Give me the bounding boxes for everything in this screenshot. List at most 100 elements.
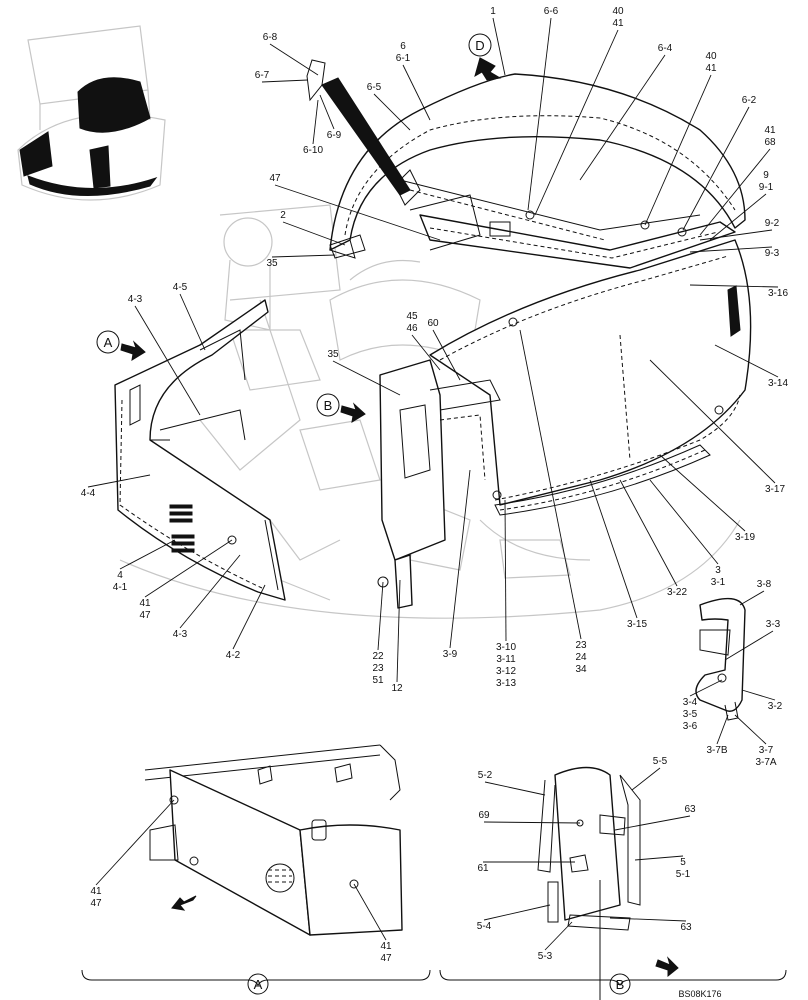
callout-line: 3-14 (768, 378, 788, 389)
leader-c31 (144, 539, 233, 598)
callout-line: 1 (490, 6, 496, 17)
callout-line: 41 (764, 125, 776, 136)
leader-c51 (614, 815, 691, 831)
callout-c46: 3-7B (706, 745, 727, 756)
callout-line: 63 (684, 804, 696, 815)
callout-line: 35 (327, 349, 339, 360)
leader-c40 (504, 499, 507, 642)
leader-c14 (709, 193, 767, 241)
callout-line: 6 (400, 41, 406, 52)
leader-c28 (649, 359, 776, 484)
leader-c11 (312, 99, 319, 145)
leader-c7 (269, 43, 319, 76)
drawing-code: BS08K176 (678, 989, 721, 999)
leader-c48 (484, 781, 546, 796)
callout-line: 41 (139, 598, 151, 609)
engine-hood (329, 73, 746, 259)
callout-c22: 4-5 (173, 282, 188, 293)
callout-line: 6-2 (742, 95, 757, 106)
callout-line: 68 (764, 137, 776, 148)
leader-c26 (714, 344, 779, 378)
leader-c18 (274, 184, 441, 241)
leader-c55 (609, 917, 687, 922)
leader-c17 (689, 284, 779, 288)
leader-c39 (449, 469, 471, 649)
callout-line: 3-9 (443, 649, 458, 660)
callout-line: 6-8 (263, 32, 278, 43)
leader-c58 (353, 883, 387, 941)
callout-line: 3-22 (667, 587, 687, 598)
leader-c42 (377, 581, 384, 651)
callout-line: 6-6 (544, 6, 559, 17)
leader-c20 (271, 254, 336, 258)
callout-line: 69 (478, 810, 490, 821)
callout-line: 3-1 (711, 577, 726, 588)
leader-c45 (741, 689, 776, 701)
leader-c37 (724, 630, 774, 661)
callout-c45: 3-2 (768, 701, 783, 712)
leader-c23 (411, 334, 441, 371)
view-arrow-a (96, 330, 146, 362)
callout-line: 4-3 (173, 629, 188, 640)
leader-c32 (649, 479, 719, 565)
bottom-skirt (494, 444, 711, 516)
callout-line: 4 (117, 570, 123, 581)
callout-line: 6-9 (327, 130, 342, 141)
leader-c19 (282, 221, 346, 246)
callout-c38: 4-2 (226, 650, 241, 661)
callout-c51: 63 (684, 804, 696, 815)
callout-line: 61 (477, 863, 489, 874)
leader-c13 (699, 148, 771, 236)
callout-line: 47 (380, 953, 392, 964)
callout-line: 5-4 (477, 921, 492, 932)
callout-line: 12 (391, 683, 403, 694)
view-marker-d: D (475, 38, 484, 53)
leader-c56 (544, 921, 573, 951)
callout-line: 3-7 (759, 745, 774, 756)
callout-c54: 5-4 (477, 921, 492, 932)
callout-line: 3-7B (706, 745, 727, 756)
leader-c16 (689, 246, 773, 253)
callout-c26: 3-14 (768, 378, 788, 389)
callout-line: 6-10 (303, 145, 323, 156)
leader-c15 (699, 229, 773, 241)
callout-c56: 5-3 (538, 951, 553, 962)
callout-line: 6-7 (255, 70, 270, 81)
leader-c29 (659, 454, 746, 532)
callout-c52: 61 (477, 863, 489, 874)
callout-line: 3-10 (496, 642, 516, 653)
callout-line: 23 (372, 663, 384, 674)
view-marker-a: A (104, 335, 113, 350)
view-marker-b: B (324, 398, 333, 413)
leader-c44 (689, 679, 723, 697)
callout-line: 22 (372, 651, 384, 662)
callout-line: 6-1 (396, 53, 411, 64)
callout-line: 51 (372, 675, 384, 686)
leader-c34 (739, 590, 765, 606)
callout-line: 5-3 (538, 951, 553, 962)
leader-c25 (332, 360, 401, 396)
callout-c55: 63 (680, 922, 692, 933)
callout-line: 34 (575, 664, 587, 675)
callout-line: 47 (269, 173, 281, 184)
callout-line: 2 (280, 210, 286, 221)
callout-c25: 35 (327, 349, 339, 360)
callout-line: 3-19 (735, 532, 755, 543)
callout-line: 47 (90, 898, 102, 909)
callout-c20: 35 (266, 258, 278, 269)
callout-line: 40 (705, 51, 717, 62)
leader-c9 (373, 93, 411, 131)
leader-c6 (402, 64, 431, 121)
view-arrow-d (468, 33, 502, 81)
callout-line: 41 (705, 63, 717, 74)
